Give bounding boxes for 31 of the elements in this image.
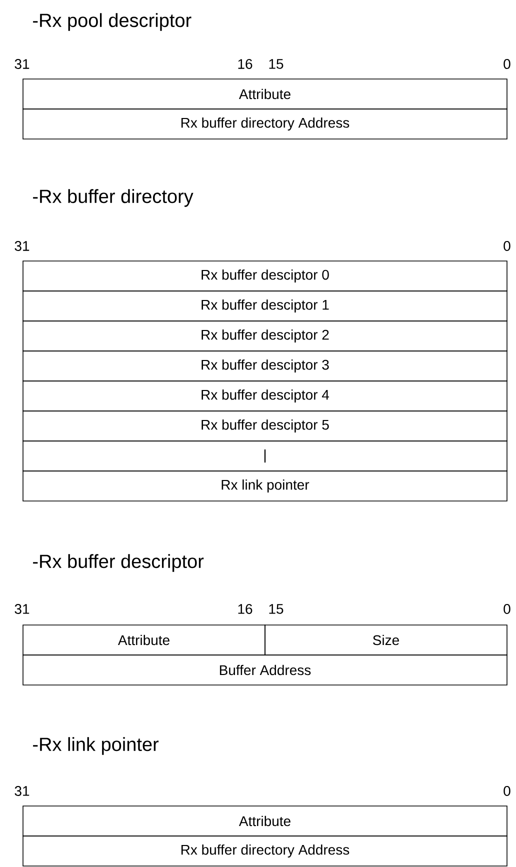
- bit-number: 0: [504, 604, 510, 614]
- table-cell: Size: [264, 624, 508, 656]
- bit-number: 0: [504, 59, 510, 69]
- section-heading: -Rx link pointer: [33, 737, 159, 755]
- bit-number: 31: [14, 241, 30, 251]
- table-cell: Rx buffer desciptor 5: [22, 410, 508, 442]
- table-cell: Attribute: [22, 78, 508, 110]
- bit-number: 15: [269, 604, 284, 614]
- table-cell: Rx buffer desciptor 3: [22, 350, 508, 382]
- bit-number: 15: [269, 59, 284, 69]
- table-cell: Buffer Address: [22, 654, 508, 686]
- section-heading: -Rx buffer directory: [33, 189, 194, 207]
- table-cell: Attribute: [22, 624, 266, 656]
- bit-number: 31: [14, 786, 30, 796]
- table-cell: Rx link pointer: [22, 470, 508, 502]
- bit-number: 31: [14, 604, 30, 614]
- table-cell: Rx buffer desciptor 2: [22, 320, 508, 352]
- bit-number: 0: [504, 241, 510, 251]
- bit-number: 16: [238, 59, 252, 69]
- table-cell: Rx buffer directory Address: [22, 836, 508, 866]
- section-heading: -Rx buffer descriptor: [33, 554, 204, 572]
- table-cell: Rx buffer directory Address: [22, 108, 508, 140]
- bit-number: 0: [504, 786, 510, 796]
- table-cell: Rx buffer desciptor 1: [22, 290, 508, 322]
- table-cell: Rx buffer desciptor 4: [22, 380, 508, 412]
- bit-number: 31: [14, 59, 30, 69]
- bit-number: 16: [238, 604, 252, 614]
- table-cell: Rx buffer desciptor 0: [22, 260, 508, 292]
- section-heading: -Rx pool descriptor: [33, 13, 192, 31]
- table-cell: |: [22, 440, 508, 472]
- table-cell: Attribute: [22, 806, 508, 836]
